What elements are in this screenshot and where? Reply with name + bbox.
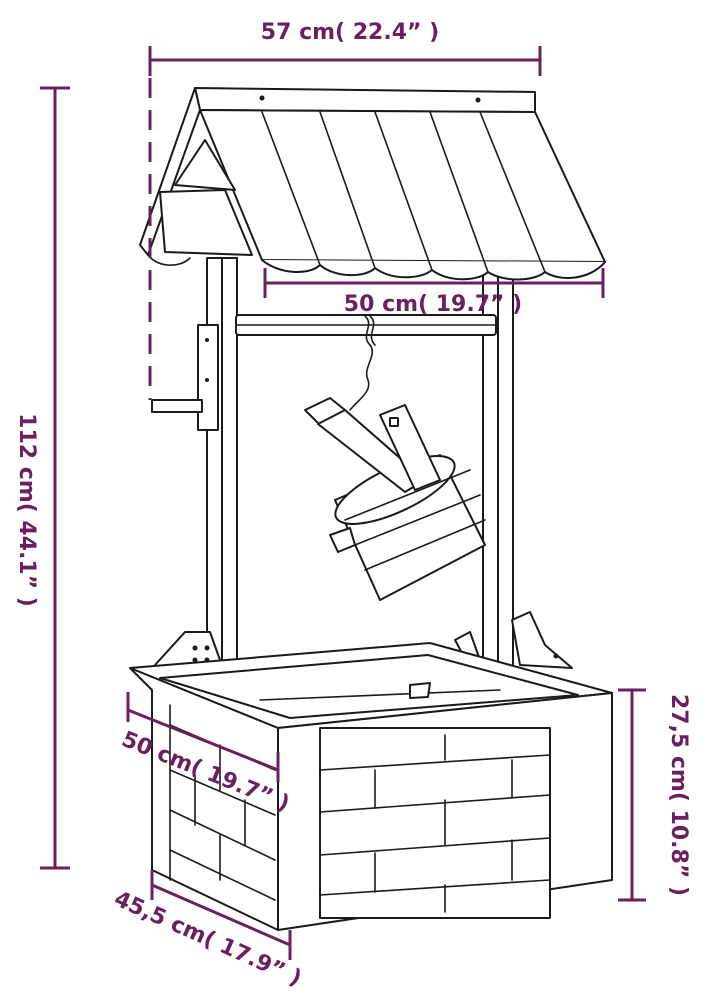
roof — [139, 87, 606, 281]
dimension-total-height: 112 cm( 44.1” ) — [14, 86, 70, 870]
label-top-width: 57 cm( 22.4” ) — [261, 20, 439, 45]
crank-handle — [151, 324, 219, 431]
dimension-roof-width: 50 cm( 19.7” ) — [263, 268, 605, 317]
base-top-rim — [129, 642, 613, 729]
well-illustration — [129, 87, 613, 931]
base-right-face — [277, 692, 613, 931]
bucket — [304, 397, 486, 601]
rope — [349, 315, 376, 411]
label-roof-width: 50 cm( 19.7” ) — [344, 292, 522, 317]
label-total-height: 112 cm( 44.1” ) — [14, 413, 39, 607]
dimension-base-height: 27,5 cm( 10.8” ) — [618, 688, 691, 902]
base-left-face — [129, 667, 279, 931]
label-base-height: 27,5 cm( 10.8” ) — [666, 694, 691, 896]
dimension-top-width: 57 cm( 22.4” ) — [148, 20, 542, 76]
left-post — [206, 257, 238, 679]
